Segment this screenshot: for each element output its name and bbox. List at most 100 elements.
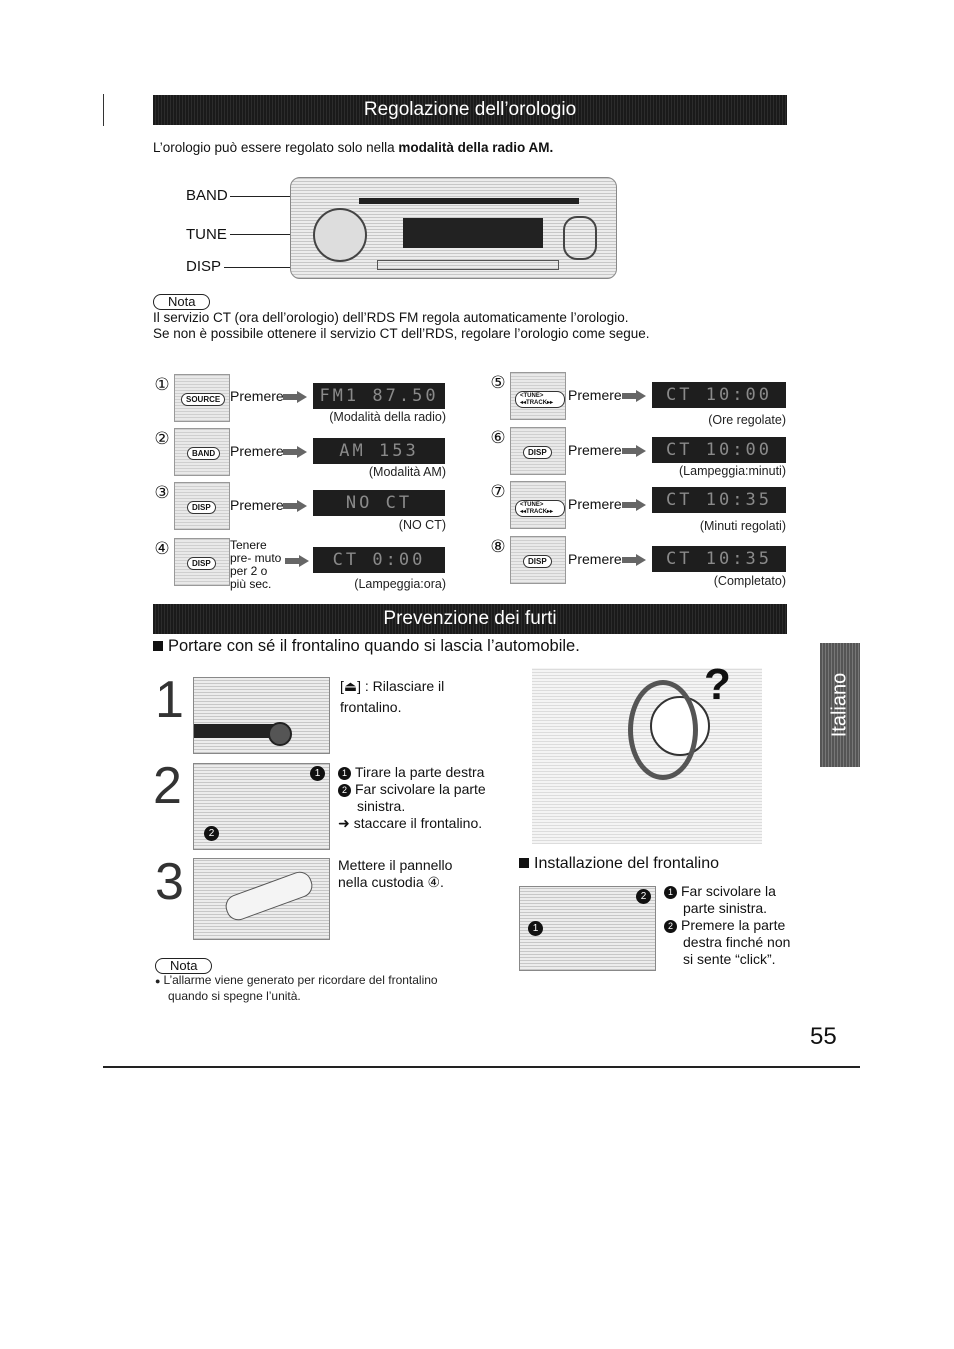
- lcd-display-4: CT 0:00: [313, 547, 445, 573]
- install-line2: parte sinistra.: [683, 900, 768, 916]
- step6-caption: (Lampeggia:minuti): [679, 464, 786, 478]
- step2-caption: (Modalità AM): [368, 465, 446, 479]
- num-badge-1: 1: [664, 886, 677, 899]
- step1-text: [⏏] : Rilasciare il frontalino.: [340, 676, 444, 718]
- device-label-disp: DISP: [186, 258, 222, 275]
- unit-edge: [194, 724, 284, 738]
- step1-text-b: ] : Rilasciare il: [357, 678, 445, 694]
- step-number-4: ④: [154, 539, 170, 559]
- tune-button-image: <TUNE> ◂◂TRACK▸▸: [510, 372, 566, 420]
- step5-caption: (Ore regolate): [708, 413, 786, 427]
- disp-button-image: DISP: [174, 538, 230, 586]
- lcd-display-5: CT 10:00: [652, 382, 786, 408]
- unit-preset-row: [377, 260, 559, 270]
- lcd-display-7: CT 10:35: [652, 487, 786, 513]
- disp-button-image: DISP: [174, 482, 230, 530]
- install-line1: 1 Far scivolare la: [664, 883, 790, 900]
- lcd-display-1: FM1 87.50: [313, 383, 445, 409]
- question-mark-icon: ?: [704, 660, 731, 709]
- arrow-icon: [283, 446, 307, 458]
- band-button-image: BAND: [174, 428, 230, 476]
- eject-icon: ⏏: [343, 678, 358, 694]
- footer-rule: [103, 1066, 860, 1068]
- step2-action: Premere: [230, 443, 284, 459]
- step5-action: Premere: [568, 387, 622, 403]
- band-button-label: BAND: [187, 447, 221, 460]
- case-shape: [222, 868, 316, 924]
- arrow-icon: [283, 500, 307, 512]
- language-side-tab: Italiano: [820, 643, 860, 767]
- install-title-text: Installazione del frontalino: [534, 855, 720, 872]
- num-badge-2: 2: [664, 920, 677, 933]
- bullet-square: [519, 858, 529, 868]
- detach-front-panel-photo: 1 2: [193, 763, 330, 850]
- nota2-text: ●L’allarme viene generato per ricordare …: [155, 973, 438, 1004]
- step7-caption: (Minuti regolati): [699, 519, 786, 533]
- arrow-icon: [283, 391, 307, 403]
- step3-line1: Mettere il pannello: [338, 857, 453, 873]
- lcd-display-2: AM 153: [313, 438, 445, 464]
- step1-number: 1: [155, 671, 184, 729]
- install-line5: si sente “click”.: [683, 951, 776, 967]
- step-number-8: ⑧: [490, 537, 506, 557]
- step4-caption: (Lampeggia:ora): [354, 577, 446, 591]
- step8-action: Premere: [568, 551, 622, 567]
- step2-line1-text: Tirare la parte destra: [355, 764, 485, 780]
- arrow-icon: [285, 555, 309, 567]
- step3-line2: nella custodia ④.: [338, 874, 444, 890]
- step6-action: Premere: [568, 442, 622, 458]
- tune-button-label: <TUNE> ◂◂TRACK▸▸: [515, 391, 565, 408]
- bullet-dot-icon: ●: [155, 976, 161, 986]
- install-title: Installazione del frontalino: [519, 855, 719, 873]
- install-line3-text: Premere la parte: [681, 917, 786, 933]
- step2-line4-text: staccare il frontalino.: [353, 815, 483, 831]
- steering-wheel: [628, 680, 698, 780]
- lcd-display-8: CT 10:35: [652, 546, 786, 572]
- step2-line3: sinistra.: [357, 798, 406, 814]
- step-number-3: ③: [154, 483, 170, 503]
- section2-lead: Portare con sé il frontalino quando si l…: [153, 637, 580, 656]
- cartoon-driver-illustration: ?: [532, 660, 762, 844]
- section-title-antitheft: Prevenzione dei furti: [153, 604, 787, 634]
- step-number-7: ⑦: [490, 482, 506, 502]
- leader-line-band: [230, 196, 342, 197]
- device-label-tune: TUNE: [186, 226, 227, 243]
- step1-bracket-open: [: [340, 678, 344, 694]
- disp-button-label: DISP: [187, 557, 216, 570]
- step-number-1: ①: [154, 375, 170, 395]
- install-line4: destra finché non: [683, 934, 791, 950]
- install-line3: 2 Premere la parte: [664, 917, 790, 934]
- nota-label-1: Nota: [153, 294, 211, 310]
- release-button-photo: [193, 677, 330, 754]
- lcd-display-6: CT 10:00: [652, 437, 786, 463]
- step2-number: 2: [153, 757, 182, 815]
- language-side-tab-label: Italiano: [828, 672, 851, 738]
- nota2-line2: quando si spegne l’unità.: [168, 989, 301, 1003]
- leader-line-tune: [230, 234, 330, 235]
- page-number: 55: [810, 1023, 837, 1050]
- install-line1-text: Far scivolare la: [681, 883, 776, 899]
- step1-text-c: frontalino.: [340, 699, 402, 715]
- release-knob: [268, 722, 292, 746]
- step3-caption: (NO CT): [398, 518, 446, 532]
- nota-line-2: Se non è possibile ottenere il servizio …: [153, 326, 650, 341]
- disp-button-image: DISP: [510, 536, 566, 584]
- step-number-5: ⑤: [490, 373, 506, 393]
- disp-button-label: DISP: [523, 555, 552, 568]
- step7-action: Premere: [568, 496, 622, 512]
- disp-button-image: DISP: [510, 427, 566, 475]
- step4-action: Tenere pre- muto per 2 o più sec.: [230, 538, 282, 591]
- tune-button-image: <TUNE> ◂◂TRACK▸▸: [510, 481, 566, 529]
- callout-2: 2: [636, 889, 651, 904]
- arrow-icon: [622, 554, 646, 566]
- arrow-icon: [622, 390, 646, 402]
- source-button-label: SOURCE: [181, 393, 226, 406]
- install-text: 1 Far scivolare la parte sinistra. 2 Preme…: [664, 883, 790, 968]
- section-title-clock: Regolazione dell’orologio: [153, 95, 787, 125]
- step1-caption: (Modalità della radio): [329, 410, 446, 424]
- intro-text: L’orologio può essere regolato solo nell…: [153, 140, 399, 155]
- callout-1: 1: [528, 921, 543, 936]
